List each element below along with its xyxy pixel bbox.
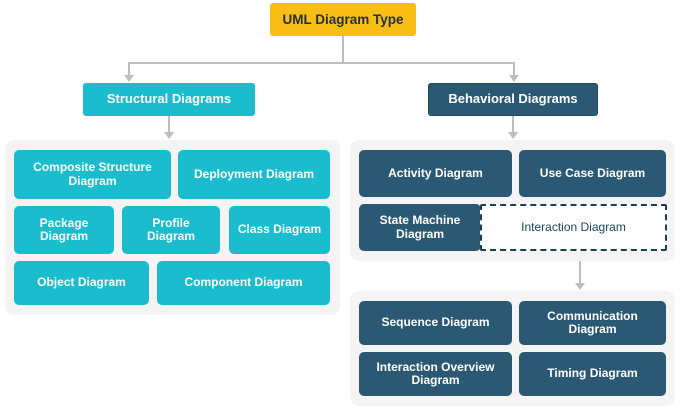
node-activity-diagram[interactable]: Activity Diagram <box>359 150 512 197</box>
node-object-diagram[interactable]: Object Diagram <box>14 261 149 305</box>
connector-root-to-behavioral <box>513 62 515 76</box>
node-interaction-overview-diagram[interactable]: Interaction Overview Diagram <box>359 352 512 396</box>
node-uml-diagram-type[interactable]: UML Diagram Type <box>270 3 416 36</box>
node-profile-diagram[interactable]: Profile Diagram <box>122 206 220 254</box>
node-deployment-diagram[interactable]: Deployment Diagram <box>178 150 330 199</box>
panel-interaction-diagrams: Sequence Diagram Communication Diagram I… <box>350 291 675 406</box>
node-structural-diagrams[interactable]: Structural Diagrams <box>83 83 255 116</box>
connector-root-stem <box>342 36 344 63</box>
node-class-diagram[interactable]: Class Diagram <box>229 206 330 254</box>
node-behavioral-diagrams[interactable]: Behavioral Diagrams <box>428 83 598 116</box>
node-timing-diagram[interactable]: Timing Diagram <box>519 352 666 396</box>
node-state-machine-diagram[interactable]: State Machine Diagram <box>359 204 481 251</box>
connector-structural-to-panel <box>168 116 170 133</box>
node-use-case-diagram[interactable]: Use Case Diagram <box>519 150 666 197</box>
connector-interaction-to-subpanel <box>579 261 581 284</box>
arrowhead-root-to-structural-icon <box>124 75 134 82</box>
connector-root-crossbar <box>128 62 514 64</box>
connector-behavioral-to-panel <box>512 116 514 133</box>
arrowhead-root-to-behavioral-icon <box>509 75 519 82</box>
panel-behavioral-diagrams: Activity Diagram Use Case Diagram State … <box>350 140 675 261</box>
arrowhead-behavioral-panel-icon <box>508 132 518 139</box>
node-package-diagram[interactable]: Package Diagram <box>14 206 114 254</box>
arrowhead-interaction-subpanel-icon <box>575 283 585 290</box>
node-communication-diagram[interactable]: Communication Diagram <box>519 301 666 345</box>
arrowhead-structural-panel-icon <box>164 132 174 139</box>
node-component-diagram[interactable]: Component Diagram <box>157 261 330 305</box>
node-composite-structure-diagram[interactable]: Composite Structure Diagram <box>14 150 171 199</box>
connector-root-to-structural <box>128 62 130 76</box>
node-interaction-diagram[interactable]: Interaction Diagram <box>480 204 667 251</box>
node-sequence-diagram[interactable]: Sequence Diagram <box>359 301 512 345</box>
panel-structural-diagrams: Composite Structure Diagram Deployment D… <box>5 140 340 315</box>
